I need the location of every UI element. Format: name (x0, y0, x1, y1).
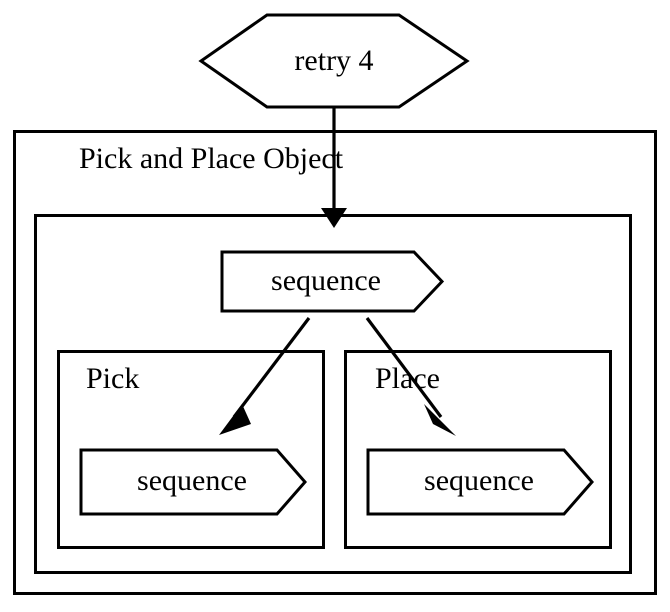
arrowhead-retry-to-root-sequence (321, 208, 347, 228)
node-root-sequence-label: sequence (271, 264, 381, 297)
arrowhead-root-sequence-to-place-sequence (424, 404, 456, 436)
node-retry-hexagon[interactable] (198, 13, 470, 109)
container-pick[interactable] (57, 350, 325, 549)
node-place-sequence-label: sequence (424, 464, 534, 497)
edge-root-sequence-to-place-sequence (365, 317, 443, 418)
container-pick-label: Pick (86, 362, 139, 395)
container-pick-and-place-object-label: Pick and Place Object (79, 142, 344, 175)
container-place[interactable] (344, 350, 612, 549)
container-place-label: Place (375, 362, 440, 395)
node-root-sequence-flag[interactable] (220, 250, 445, 313)
node-pick-sequence-flag[interactable] (79, 448, 307, 516)
node-pick-sequence-label: sequence (137, 464, 247, 497)
node-place-sequence-flag[interactable] (366, 448, 594, 516)
node-retry-label: retry 4 (294, 44, 373, 77)
edge-root-sequence-to-pick-sequence (232, 317, 311, 418)
arrowhead-root-sequence-to-pick-sequence (219, 404, 251, 435)
